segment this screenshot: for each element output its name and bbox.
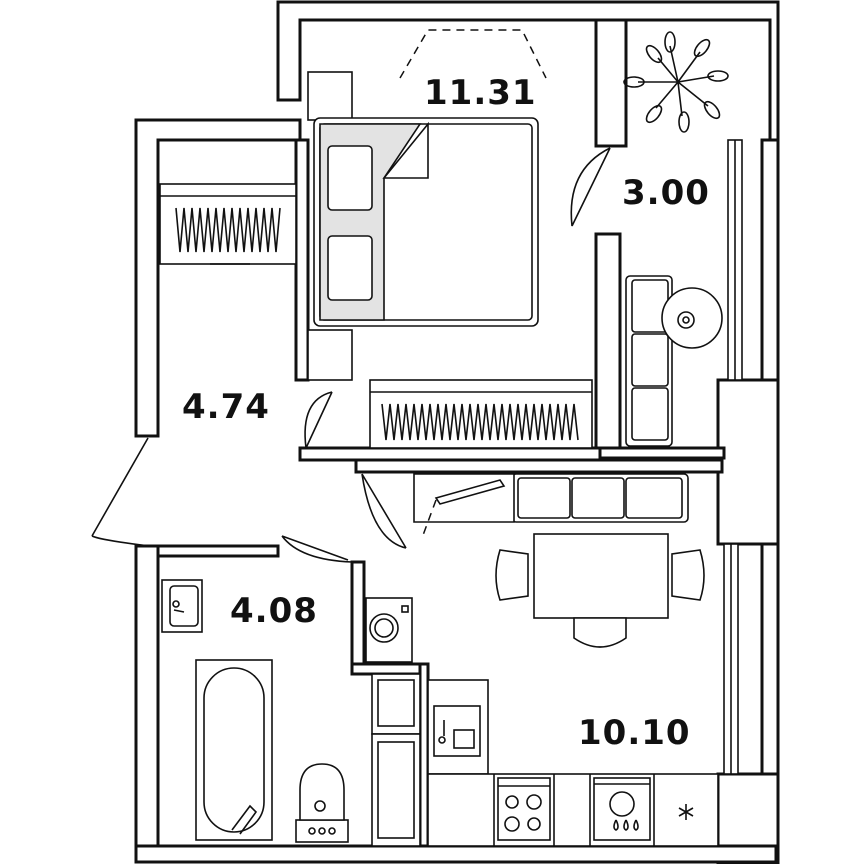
bathroom-fixtures	[161, 579, 349, 843]
snowflake-icon	[678, 804, 694, 820]
pillow-top	[327, 145, 373, 211]
stove	[497, 777, 551, 841]
dishwasher	[593, 777, 651, 841]
area-label-bedroom: 11.31	[424, 73, 537, 113]
bathtub	[195, 659, 273, 841]
kitchen-furniture	[365, 473, 719, 847]
window-right-upper	[727, 139, 743, 381]
toilet	[295, 763, 349, 843]
door-entrance	[91, 437, 151, 547]
area-label-hall: 4.74	[182, 387, 270, 427]
pillow-bottom	[327, 235, 373, 301]
dining-table	[533, 533, 669, 619]
door-bedroom	[304, 391, 333, 449]
area-label-loggia: 3.00	[622, 173, 710, 213]
window-right-lower	[723, 543, 739, 775]
exterior-walls	[134, 0, 780, 864]
door-bathroom	[281, 535, 353, 563]
area-label-kitchen: 10.10	[578, 713, 691, 753]
hall-wardrobe	[159, 183, 297, 265]
loggia-furniture	[623, 31, 729, 447]
door-kitchen	[361, 473, 407, 549]
plant-icon	[623, 31, 729, 133]
area-label-bathroom: 4.08	[230, 591, 318, 631]
bedroom-furniture	[307, 29, 593, 449]
door-loggia	[570, 147, 611, 227]
interior-walls	[156, 18, 726, 848]
washing-machine	[365, 597, 413, 663]
washbasin	[161, 579, 203, 633]
